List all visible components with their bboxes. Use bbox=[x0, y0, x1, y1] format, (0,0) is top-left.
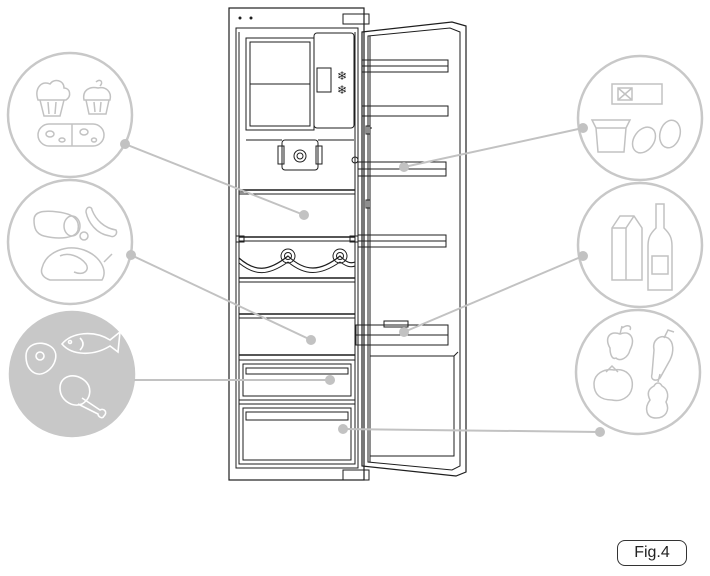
steak-icon bbox=[25, 342, 57, 375]
cupcake-icon bbox=[82, 79, 112, 115]
milk-carton-icon bbox=[611, 215, 643, 281]
leader-lines bbox=[120, 123, 605, 437]
bottle-icon bbox=[647, 203, 673, 291]
zone-circle-baked-goods-cheese bbox=[6, 51, 134, 179]
tomato-icon bbox=[593, 364, 634, 402]
salami-icon bbox=[33, 210, 89, 241]
apple-icon bbox=[606, 325, 634, 361]
muffin-icon bbox=[36, 79, 71, 117]
svg-text:❄: ❄ bbox=[337, 69, 347, 83]
zone-circle-milk-bottle bbox=[576, 181, 704, 309]
zone-circle-sausage-ham bbox=[6, 178, 134, 306]
figure-label: Fig.4 bbox=[617, 540, 687, 566]
chicken-leg-icon bbox=[59, 375, 107, 419]
fish-icon bbox=[60, 330, 121, 355]
zone-circle-butter-yogurt-eggs bbox=[576, 54, 704, 182]
yogurt-icon bbox=[590, 119, 632, 153]
cheese-icon bbox=[37, 123, 105, 147]
zone-circle-meat-fish-poultry bbox=[8, 310, 136, 438]
pear-icon bbox=[645, 373, 669, 419]
zone-circle-fruit-vegetables bbox=[574, 308, 702, 436]
butter-icon bbox=[611, 83, 663, 105]
pepper-icon bbox=[650, 329, 675, 381]
sausage-icon bbox=[85, 206, 118, 238]
svg-text:❄: ❄ bbox=[337, 83, 347, 97]
fridge-drawing: ❄ ❄ bbox=[228, 7, 467, 481]
egg-icon bbox=[631, 119, 682, 154]
ham-icon bbox=[40, 247, 113, 281]
